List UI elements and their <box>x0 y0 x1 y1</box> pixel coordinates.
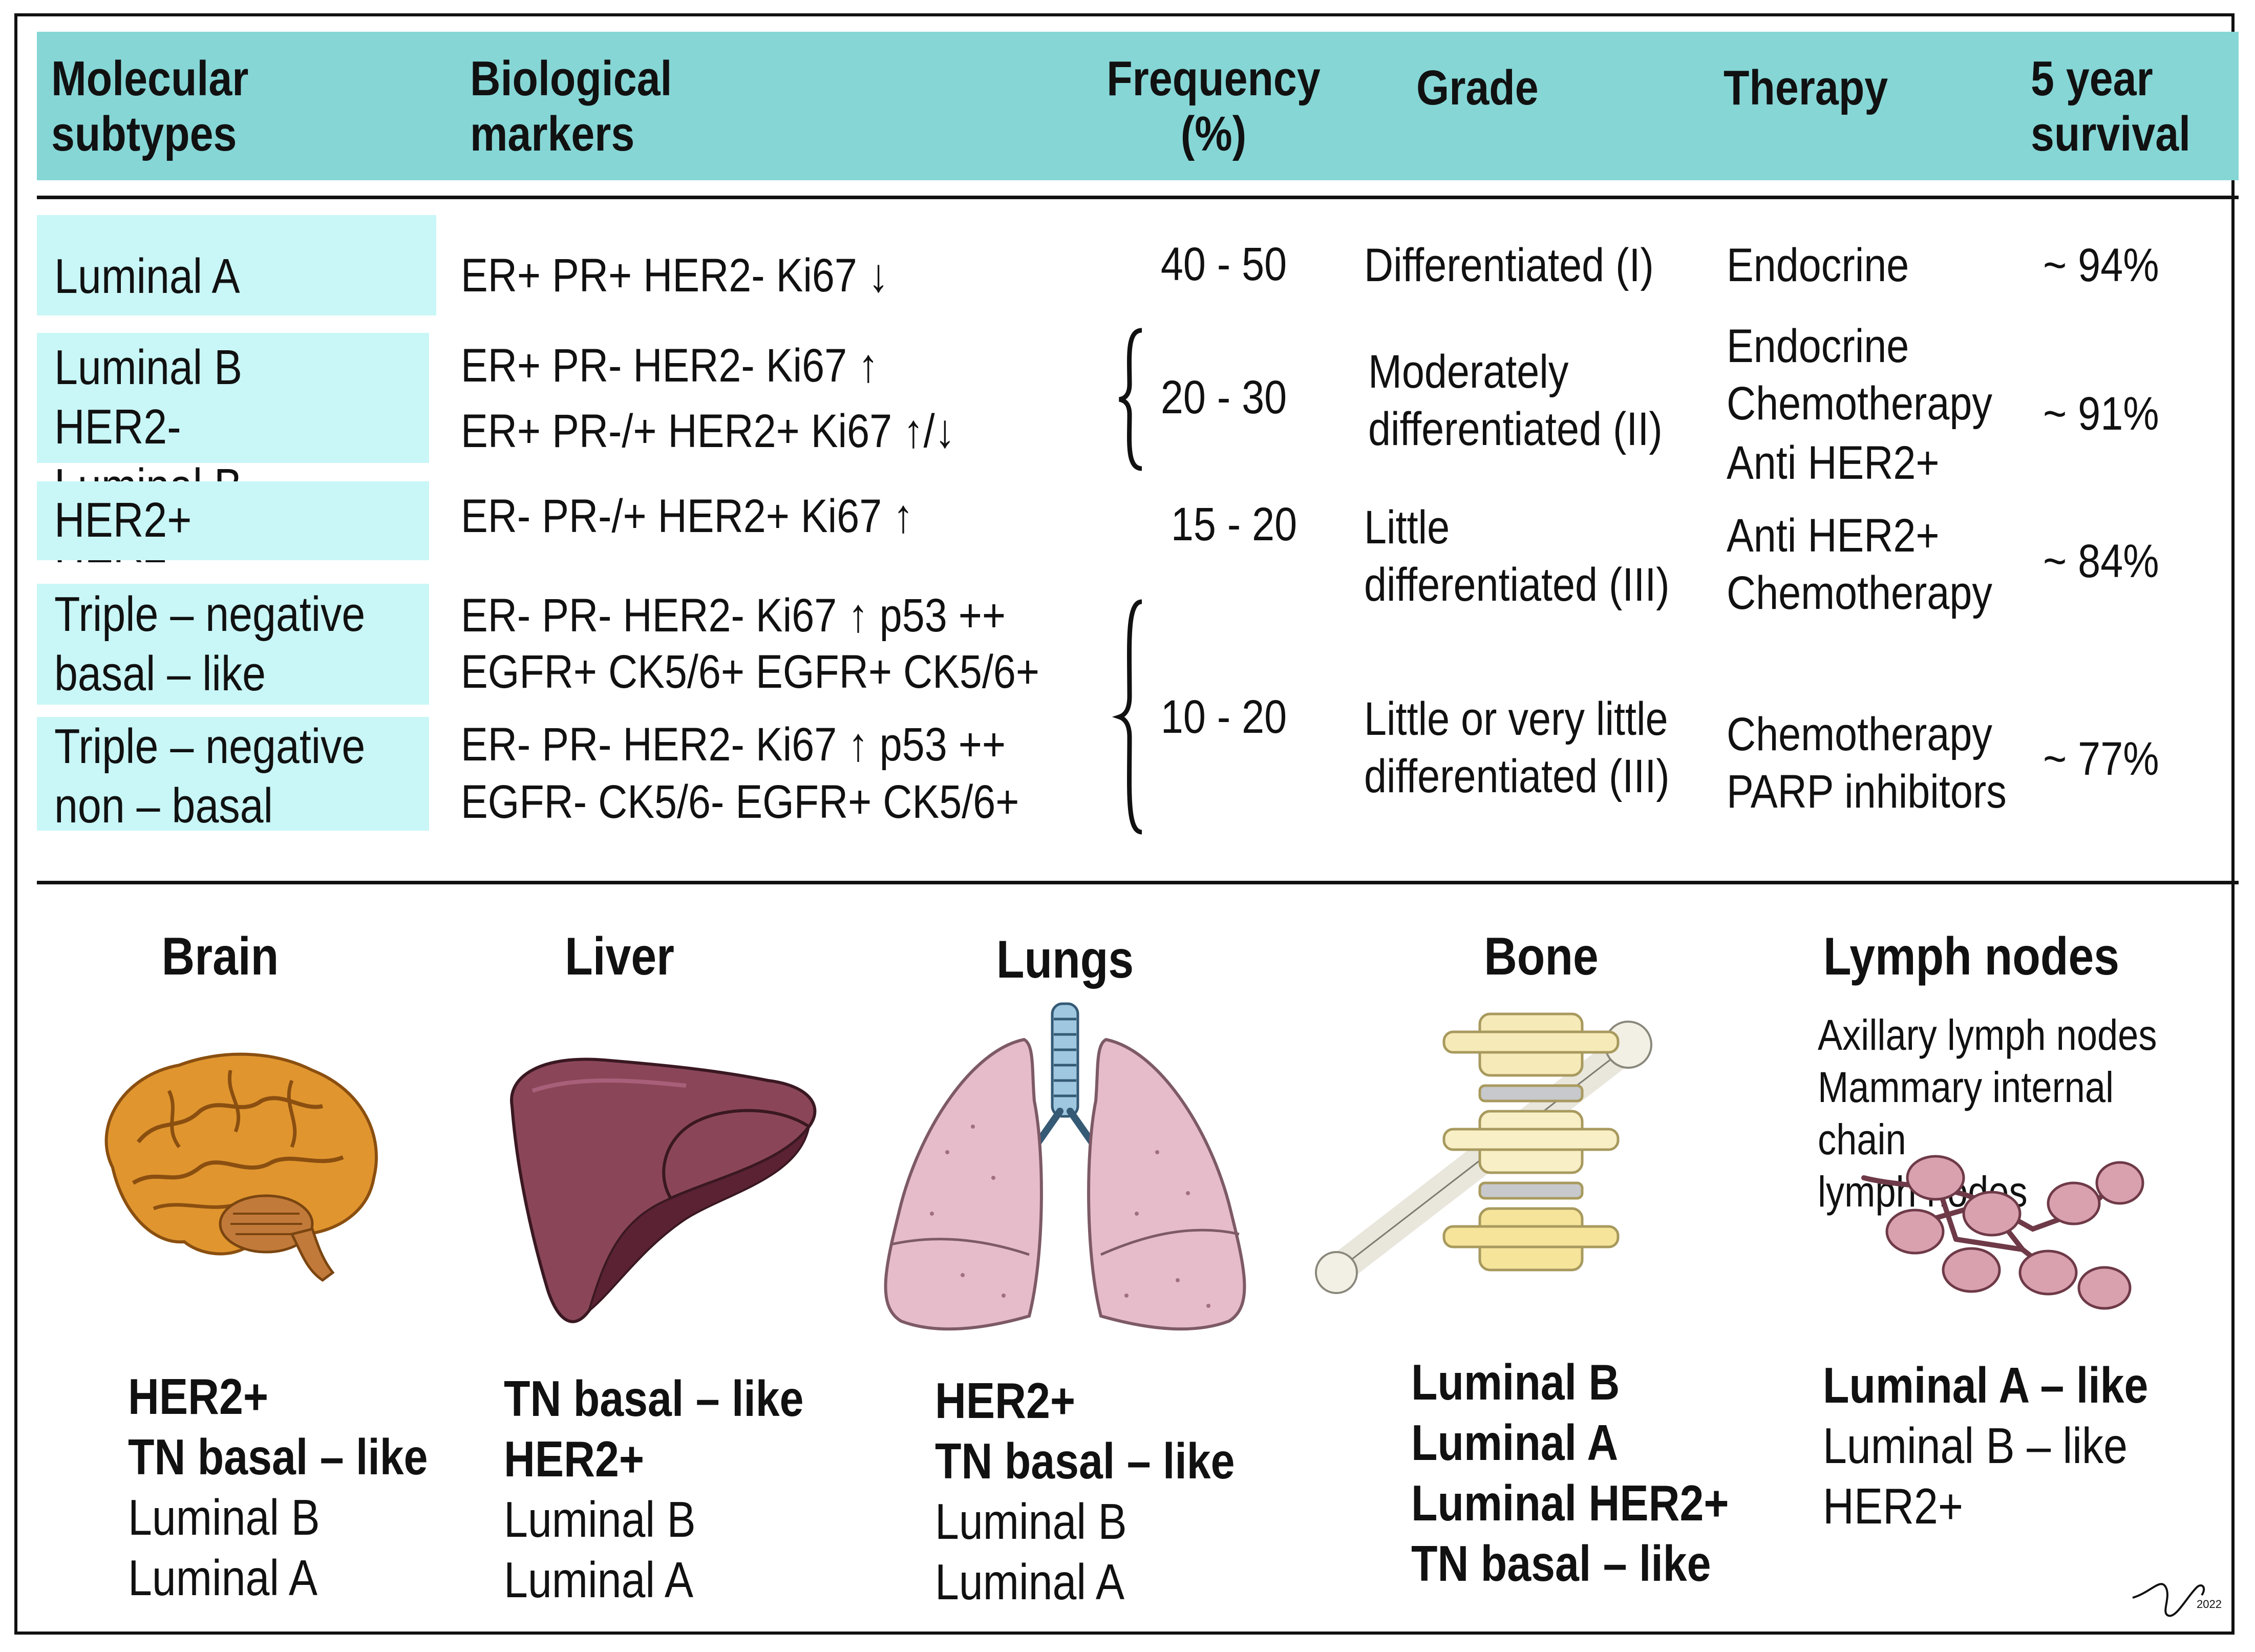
therapy-triple-negative: Chemotherapy PARP inhibitors <box>1727 708 2007 818</box>
markers-tn-nonbasal-2: EGFR- CK5/6- EGFR+ CK5/6+ <box>461 776 1019 828</box>
frequency-her2: 15 - 20 <box>1171 498 1297 550</box>
signature-mark <box>2132 1583 2205 1617</box>
frequency-luminal-b: 20 - 30 <box>1160 371 1287 423</box>
organ-title-lymph: Lymph nodes <box>1823 927 2120 986</box>
subtype-tn-basal: Triple – negative basal – like <box>37 584 429 705</box>
organ-title-brain: Brain <box>161 927 279 986</box>
subtype-her2: HER2+ <box>37 481 429 560</box>
grade-luminal-b: Moderately differentiated (II) <box>1368 346 1663 455</box>
survival-triple-negative: ~ 77% <box>2043 733 2159 785</box>
header-therapy: Therapy <box>1724 60 1888 115</box>
section-rule <box>37 881 2239 884</box>
therapy-her2: Anti HER2+ Chemotherapy <box>1727 510 1992 619</box>
bone-subtypes: Luminal B Luminal A Luminal HER2+ TN bas… <box>1411 1354 1729 1592</box>
header-subtypes: Molecular subtypes <box>51 51 249 161</box>
header-survival: 5 year survival <box>2031 51 2191 161</box>
markers-luminal-b-her2pos: ER+ PR-/+ HER2+ Ki67 ↑/↓ <box>461 405 955 457</box>
subtype-tn-nonbasal: Triple – negative non – basal <box>37 717 429 833</box>
brain-illustration <box>104 1052 378 1282</box>
liver-subtypes: TN basal – like HER2+ Luminal B Luminal … <box>504 1370 804 1608</box>
subtype-luminal-b: Luminal B HER2- Luminal B HER2+ <box>37 333 429 573</box>
markers-her2: ER- PR-/+ HER2+ Ki67 ↑ <box>461 490 913 542</box>
therapy-luminal-b-2: Anti HER2+ <box>1727 437 1940 489</box>
markers-luminal-a: ER+ PR+ HER2- Ki67 ↓ <box>461 249 889 302</box>
figure-frame <box>14 13 2235 1635</box>
frequency-luminal-a: 40 - 50 <box>1160 238 1287 290</box>
organ-title-liver: Liver <box>565 927 674 986</box>
header-frequency: Frequency (%) <box>1107 51 1321 161</box>
organ-title-lungs: Lungs <box>996 930 1134 989</box>
survival-her2: ~ 84% <box>2043 535 2159 587</box>
therapy-luminal-b-1: Endocrine Chemotherapy <box>1727 320 1992 430</box>
survival-luminal-b: ~ 91% <box>2043 388 2159 440</box>
header-grade: Grade <box>1416 60 1539 115</box>
markers-tn-nonbasal-1: ER- PR- HER2- Ki67 ↑ p53 ++ <box>461 718 1006 771</box>
signature-year: 2022 <box>2197 1598 2222 1611</box>
brain-subtypes: HER2+ TN basal – like Luminal B Luminal … <box>128 1368 428 1606</box>
lymph-nodes-illustration <box>1861 1155 2144 1310</box>
markers-luminal-b-her2neg: ER+ PR- HER2- Ki67 ↑ <box>461 340 879 392</box>
header-rule <box>37 196 2239 199</box>
header-markers: Biological markers <box>470 51 672 161</box>
lungs-subtypes: HER2+ TN basal – like Luminal B Luminal … <box>935 1372 1235 1610</box>
brace-triple-negative <box>1112 599 1142 835</box>
grade-luminal-a: Differentiated (I) <box>1364 239 1654 291</box>
frequency-triple-negative: 10 - 20 <box>1160 691 1287 743</box>
table-header <box>37 32 2239 180</box>
grade-her2: Little differentiated (III) <box>1364 501 1670 611</box>
lymph-subtypes: Luminal A – like Luminal B – like HER2+ <box>1823 1357 2148 1534</box>
subtype-luminal-a: Luminal A <box>37 215 436 315</box>
brace-luminal-b <box>1118 328 1142 471</box>
liver-illustration <box>510 1057 817 1323</box>
grade-triple-negative: Little or very little differentiated (II… <box>1364 693 1670 802</box>
lungs-illustration <box>884 1002 1246 1331</box>
markers-tn-basal-1: ER- PR- HER2- Ki67 ↑ p53 ++ <box>461 589 1006 642</box>
markers-tn-basal-2: EGFR+ CK5/6+ EGFR+ CK5/6+ <box>461 646 1040 698</box>
organ-title-bone: Bone <box>1484 927 1599 986</box>
survival-luminal-a: ~ 94% <box>2043 239 2159 291</box>
therapy-luminal-a: Endocrine <box>1727 239 1909 291</box>
bone-illustration <box>1315 1012 1652 1294</box>
lymph-description: Axillary lymph nodes Mammary internal ch… <box>1818 1011 2157 1216</box>
